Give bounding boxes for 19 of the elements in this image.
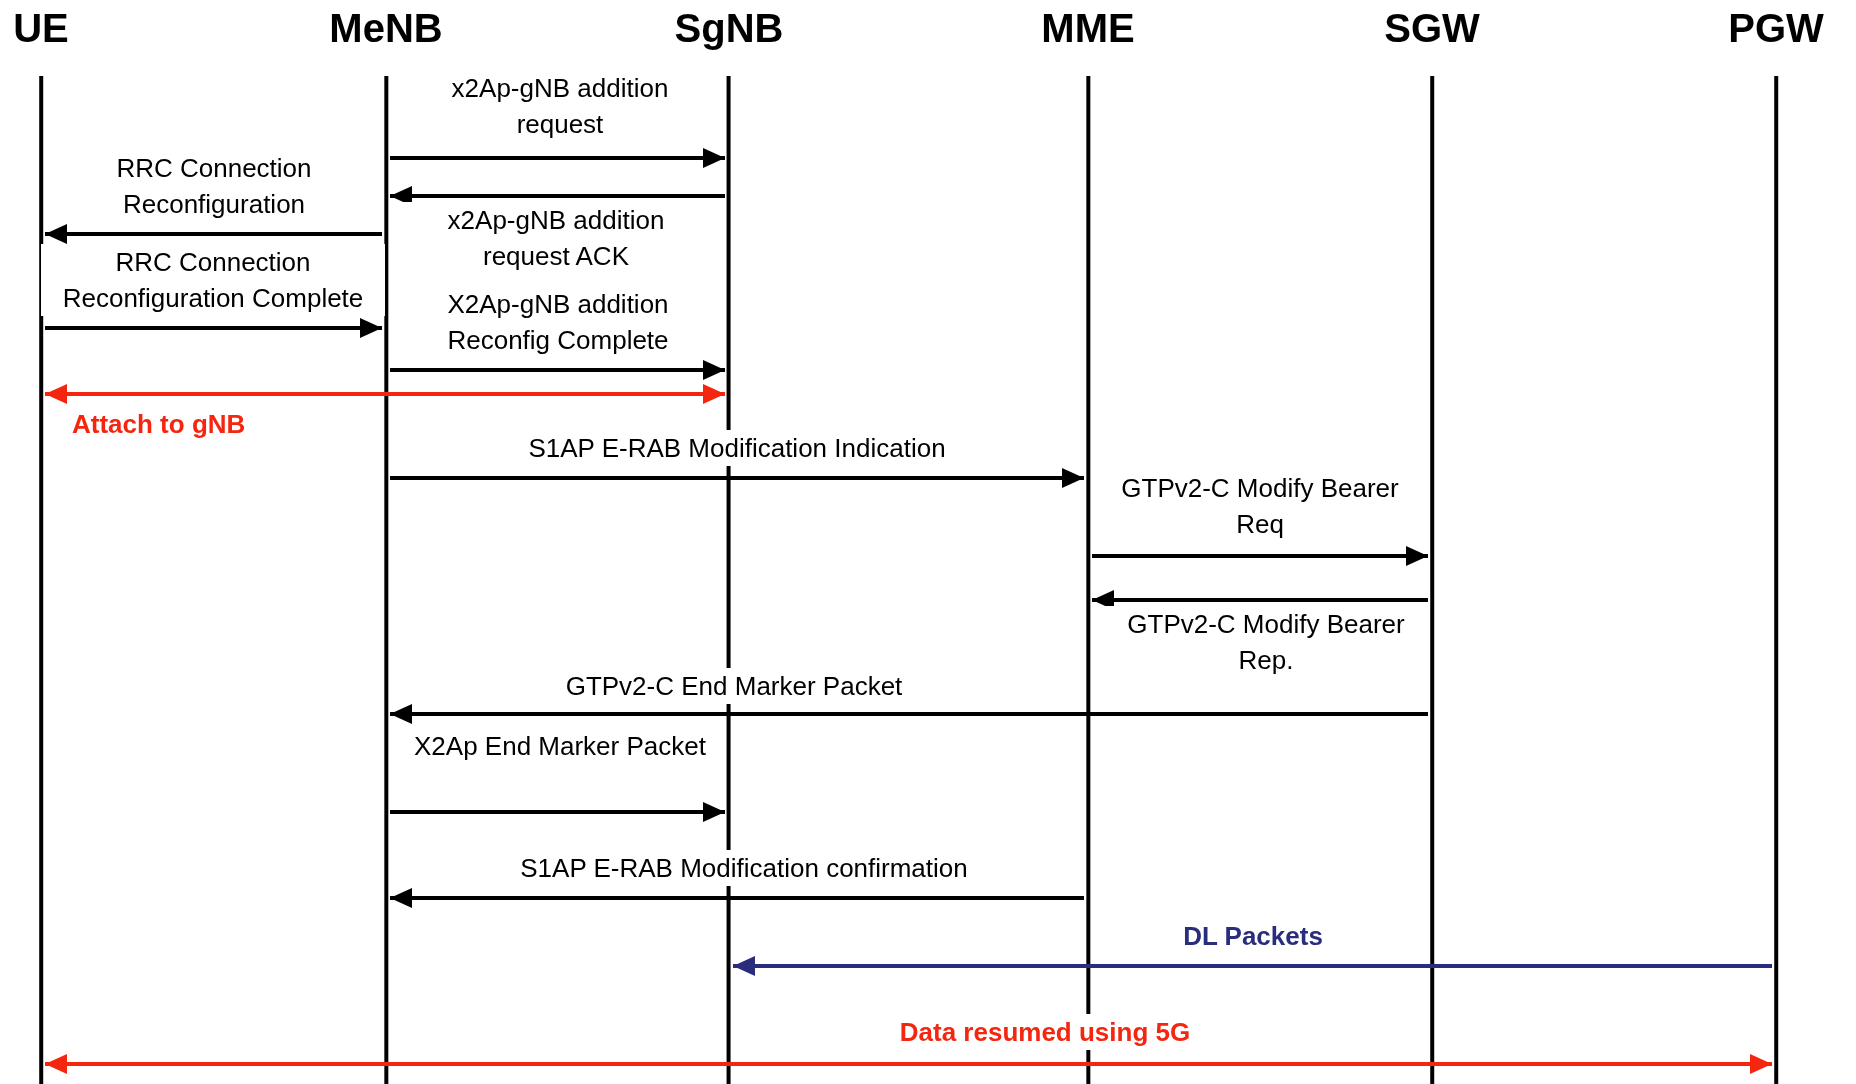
message-arrow [45,384,725,404]
message-arrow [390,360,725,380]
participant-label: SgNB [674,5,784,52]
participant-label: UE [13,5,69,52]
message-arrow [390,888,1084,908]
message-arrow [733,956,1772,976]
message-arrow [45,318,382,338]
participant-label: PGW [1728,5,1824,52]
message-arrow [45,1054,1772,1074]
message-arrow [390,468,1084,488]
message-arrow [390,148,725,168]
message-arrow [1092,546,1428,566]
participant-label: MME [1041,5,1135,52]
message-arrow [390,704,1428,724]
participant-label: SGW [1384,5,1480,52]
participant-label: MeNB [329,5,443,52]
message-arrow [45,224,382,244]
message-arrow [390,802,725,822]
message-label: RRC Connection Reconfiguration Complete [41,244,385,316]
